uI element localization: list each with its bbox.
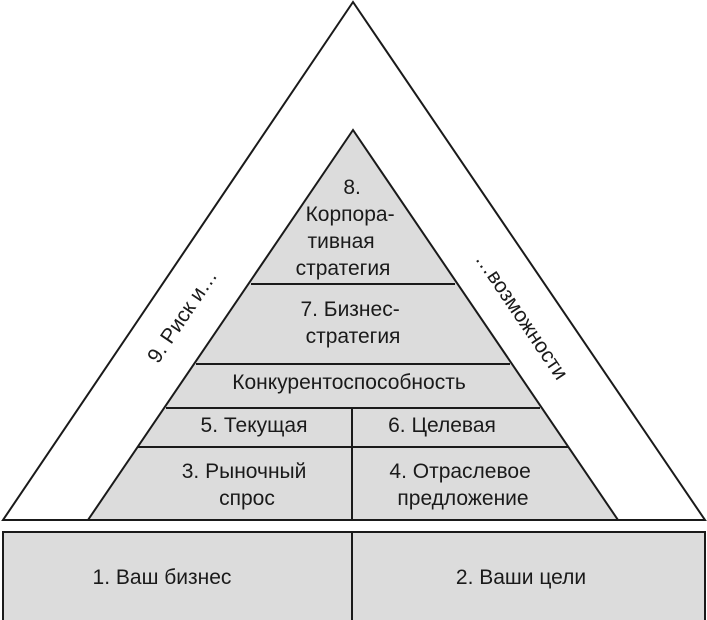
base-box: [2, 531, 706, 620]
industry-supply-label: 4. Отраслевое предложение: [389, 460, 536, 510]
your-business-label: 1. Ваш бизнес: [93, 566, 232, 589]
market-demand-label: 3. Рыночный спрос: [182, 460, 312, 510]
target-label: 6. Целевая: [388, 414, 496, 437]
industry-supply-line-1: 4. Отраслевое: [389, 460, 530, 483]
corporate-strategy-label: 8. Корпора- тивная стратегия: [296, 176, 401, 280]
business-strategy-line-1: 7. Бизнес-: [300, 298, 399, 321]
business-strategy-label: 7. Бизнес- стратегия: [300, 298, 405, 348]
corporate-strategy-line-3: тивная: [308, 230, 375, 253]
market-demand-line-2: спрос: [219, 487, 275, 510]
current-label: 5. Текущая: [201, 414, 308, 437]
corporate-strategy-line-1: 8.: [343, 176, 361, 199]
your-goals-label: 2. Ваши цели: [456, 566, 586, 589]
corporate-strategy-line-2: Корпора-: [306, 203, 395, 226]
competitiveness-label: Конкурентоспособность: [232, 371, 466, 394]
industry-supply-line-2: предложение: [397, 487, 528, 510]
corporate-strategy-line-4: стратегия: [296, 257, 391, 280]
market-demand-line-1: 3. Рыночный: [182, 460, 307, 483]
business-strategy-line-2: стратегия: [306, 325, 401, 348]
